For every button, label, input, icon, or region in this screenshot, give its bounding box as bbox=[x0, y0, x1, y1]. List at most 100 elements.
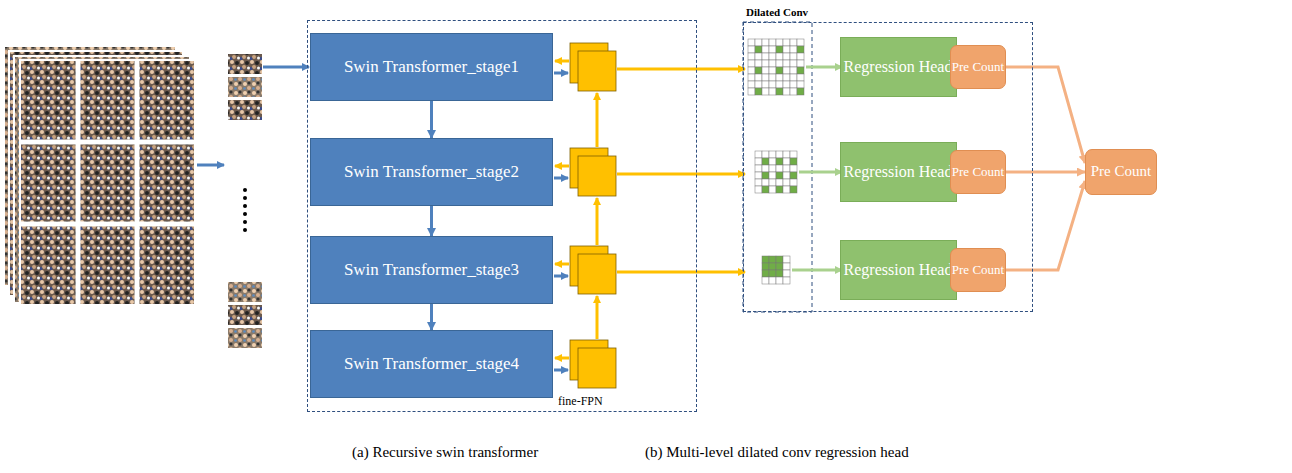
kernel-cell bbox=[769, 67, 776, 74]
feature-map bbox=[578, 51, 616, 91]
kernel-cell bbox=[776, 46, 783, 53]
feature-map bbox=[578, 348, 616, 388]
kernel-cell bbox=[769, 39, 776, 46]
kernel-cell bbox=[776, 256, 783, 263]
kernel-cell bbox=[790, 158, 797, 165]
count-label: Pre Count bbox=[952, 165, 1004, 180]
head-label: Regression Head bbox=[844, 163, 953, 181]
kernel-cell bbox=[797, 81, 804, 88]
kernel-cell bbox=[762, 67, 769, 74]
kernel-cell bbox=[762, 165, 769, 172]
feature-arrow bbox=[554, 72, 568, 75]
kernel-cell bbox=[790, 151, 797, 158]
head-label: Regression Head bbox=[844, 261, 953, 279]
kernel-cell bbox=[755, 39, 762, 46]
kernel-cell bbox=[797, 74, 804, 81]
kernel-cell bbox=[790, 46, 797, 53]
fpn-arrow bbox=[596, 296, 599, 339]
kernel-cell bbox=[769, 53, 776, 60]
caption-label: (b) Multi-level dilated conv regression … bbox=[645, 444, 909, 461]
kernel-cell bbox=[790, 39, 797, 46]
kernel-cell bbox=[755, 81, 762, 88]
kernel-cell bbox=[769, 46, 776, 53]
stage-box: Swin Transformer_stage4 bbox=[310, 330, 553, 398]
kernel-cell bbox=[797, 39, 804, 46]
kernel-cell bbox=[776, 53, 783, 60]
fpn-output-arrow bbox=[617, 271, 745, 274]
kernel-cell bbox=[755, 186, 762, 193]
kernel-cell bbox=[790, 81, 797, 88]
kernel-cell bbox=[797, 53, 804, 60]
head-box: Regression Head bbox=[840, 142, 957, 202]
stage-box: Swin Transformer_stage3 bbox=[310, 236, 553, 304]
kernel-cell bbox=[790, 88, 797, 95]
kernel-cell bbox=[769, 151, 776, 158]
kernel-cell bbox=[797, 67, 804, 74]
kernel-cell bbox=[797, 46, 804, 53]
kernel-cell bbox=[783, 172, 790, 179]
flow-arrow bbox=[430, 206, 433, 236]
kernel-cell bbox=[755, 179, 762, 186]
kernel-cell bbox=[783, 151, 790, 158]
kernel-cell bbox=[769, 158, 776, 165]
kernel-cell bbox=[769, 60, 776, 67]
feedback-arrow bbox=[555, 263, 569, 266]
kernel-cell bbox=[769, 74, 776, 81]
kernel-cell bbox=[797, 60, 804, 67]
kernel-cell bbox=[748, 88, 755, 95]
count-box: Pre Count bbox=[950, 45, 1006, 89]
kernel-cell bbox=[776, 60, 783, 67]
stage-label: Swin Transformer_stage3 bbox=[344, 260, 519, 280]
kernel-cell bbox=[748, 60, 755, 67]
caption-label: (a) Recursive swin transformer bbox=[352, 444, 538, 461]
kernel-cell bbox=[783, 67, 790, 74]
kernel-cell bbox=[776, 158, 783, 165]
kernel-cell bbox=[783, 165, 790, 172]
kernel-cell bbox=[776, 270, 783, 277]
kernel-cell bbox=[755, 172, 762, 179]
kernel-cell bbox=[783, 39, 790, 46]
stage-box: Swin Transformer_stage1 bbox=[310, 33, 553, 101]
count-box: Pre Count bbox=[1085, 149, 1157, 195]
dashed-group: fine-FPNSwin Transformer_stage1Swin Tran… bbox=[307, 20, 697, 412]
fpn-arrow bbox=[596, 93, 599, 147]
kernel-cell bbox=[776, 67, 783, 74]
kernel-cell bbox=[790, 179, 797, 186]
kernel-cell bbox=[776, 74, 783, 81]
dashed-group: Dilated ConvRegression HeadPre CountRegr… bbox=[743, 22, 1033, 312]
kernel-cell bbox=[755, 67, 762, 74]
flow-arrow bbox=[430, 101, 433, 138]
kernel-cell bbox=[776, 81, 783, 88]
kernel-cell bbox=[769, 81, 776, 88]
kernel-cell bbox=[790, 74, 797, 81]
kernel-cell bbox=[762, 39, 769, 46]
kernel-cell bbox=[783, 263, 790, 270]
kernel-cell bbox=[762, 53, 769, 60]
fpn-output-arrow bbox=[617, 68, 745, 71]
kernel-cell bbox=[748, 46, 755, 53]
group-label: Dilated Conv bbox=[746, 6, 808, 18]
feature-arrow bbox=[554, 369, 568, 372]
count-label: Pre Count bbox=[952, 60, 1004, 75]
kernel-cell bbox=[748, 39, 755, 46]
count-box: Pre Count bbox=[950, 150, 1006, 194]
kernel-cell bbox=[762, 81, 769, 88]
kernel-cell bbox=[762, 270, 769, 277]
feedback-arrow bbox=[555, 357, 569, 360]
kernel-cell bbox=[783, 270, 790, 277]
kernel-cell bbox=[783, 158, 790, 165]
feature-arrow bbox=[554, 177, 568, 180]
kernel-cell bbox=[762, 172, 769, 179]
kernel-cell bbox=[797, 88, 804, 95]
feature-map bbox=[578, 156, 616, 196]
stage-label: Swin Transformer_stage4 bbox=[344, 354, 519, 374]
kernel-cell bbox=[755, 151, 762, 158]
kernel-cell bbox=[762, 74, 769, 81]
kernel-cell bbox=[755, 53, 762, 60]
kernel-cell bbox=[769, 186, 776, 193]
kernel-cell bbox=[783, 277, 790, 284]
kernel-cell bbox=[783, 179, 790, 186]
feature-map bbox=[578, 254, 616, 294]
